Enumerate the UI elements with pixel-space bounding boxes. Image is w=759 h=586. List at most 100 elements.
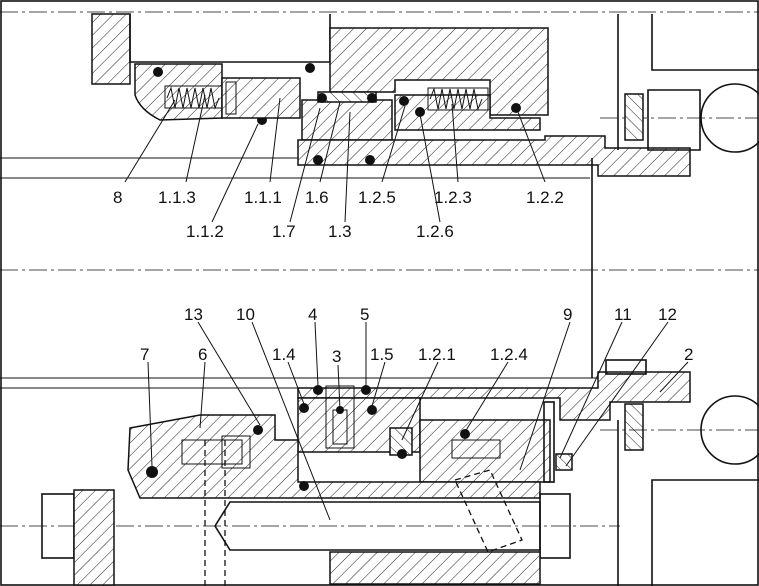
label-1-2-6: 1.2.6 — [416, 222, 454, 241]
leader-13 — [197, 321, 261, 426]
spring-coil-left — [166, 86, 220, 110]
label-7: 7 — [140, 345, 149, 364]
leader-11 — [559, 321, 623, 459]
upper-half-section — [0, 11, 759, 179]
label-1-1-1: 1.1.1 — [244, 188, 282, 207]
leader-1-1-3 — [185, 94, 206, 183]
leader-6 — [199, 361, 206, 429]
oring-sleeve-2 — [365, 155, 375, 165]
oring-lower-5 — [361, 385, 371, 395]
oring-right-1 — [399, 96, 409, 106]
label-13: 13 — [184, 305, 203, 324]
bolt-6-head — [221, 435, 251, 469]
bottom-plate — [329, 551, 541, 585]
spring-holder-right-upper — [394, 94, 541, 131]
label-1-7: 1.7 — [272, 222, 296, 241]
label-12: 12 — [658, 305, 677, 324]
oring-10 — [299, 481, 309, 491]
oring-13 — [253, 425, 263, 435]
face-1-2-1 — [389, 427, 413, 456]
leader-1-4 — [287, 361, 305, 405]
sleeve-upper — [297, 135, 691, 177]
label-1-2-3: 1.2.3 — [434, 188, 472, 207]
housing-outline-top — [129, 14, 331, 63]
label-10: 10 — [236, 305, 255, 324]
leader-1-6 — [319, 101, 341, 183]
oring-sleeve-1 — [313, 155, 323, 165]
leader-3 — [337, 364, 341, 411]
flush-channel — [454, 469, 523, 553]
oring-7 — [146, 466, 158, 478]
leader-1-2-1 — [401, 361, 439, 441]
oring-lower-1-4 — [299, 403, 309, 413]
leader-1-7 — [289, 107, 321, 223]
leader-12 — [565, 321, 669, 467]
oring-lower-1-5 — [367, 405, 377, 415]
set-screw-11 — [555, 453, 573, 471]
oring-1-2-1 — [397, 449, 407, 459]
sleeve-lower — [297, 371, 691, 421]
label-1-2-2: 1.2.2 — [526, 188, 564, 207]
key-block — [605, 359, 647, 375]
pin-3 — [325, 385, 355, 449]
leader-1-1-2 — [211, 123, 259, 223]
leader-1-2-2 — [517, 111, 546, 183]
label-2: 2 — [684, 345, 693, 364]
label-8: 8 — [113, 188, 122, 207]
label-1-1-3: 1.1.3 — [158, 188, 196, 207]
label-1-2-1: 1.2.1 — [418, 345, 456, 364]
bearing-housing-top — [647, 89, 701, 151]
label-11: 11 — [614, 305, 632, 324]
bottom-bolt — [214, 501, 541, 551]
oring-right-2 — [415, 107, 425, 117]
leader-8 — [124, 99, 176, 183]
label-1-5: 1.5 — [370, 345, 394, 364]
leader-9 — [519, 321, 571, 471]
label-9: 9 — [563, 305, 572, 324]
bolt-6 — [181, 439, 243, 465]
leader-1-1-1 — [269, 97, 281, 183]
label-1-6: 1.6 — [305, 188, 329, 207]
hatched-block-right-bottom — [624, 403, 644, 451]
spring-1-2-3-upper — [427, 87, 489, 111]
leader-4 — [314, 321, 319, 387]
oring-upper-3 — [305, 63, 315, 73]
leader-2 — [659, 361, 689, 393]
leader-lines — [124, 94, 689, 521]
label-1-4: 1.4 — [272, 345, 296, 364]
drive-plate-9 — [543, 401, 555, 483]
label-1-2-5: 1.2.5 — [358, 188, 396, 207]
spring-coil-right — [429, 87, 483, 111]
holder-1-2-4 — [419, 419, 551, 483]
label-1-1-2: 1.1.2 — [186, 222, 224, 241]
label-4: 4 — [308, 305, 317, 324]
leader-1-2-4 — [464, 361, 509, 433]
seat-1-3-upper — [301, 99, 393, 141]
leader-1-2-3 — [451, 103, 459, 183]
part-labels: 8 1.1.3 1.1.2 1.1.1 1.7 1.6 1.3 1.2.5 1.… — [113, 188, 693, 366]
hatched-block-right-top — [624, 93, 644, 141]
oring-1-2-4 — [460, 429, 470, 439]
oring-seat-2 — [367, 93, 377, 103]
label-6: 6 — [198, 345, 207, 364]
label-3: 3 — [332, 347, 341, 366]
bottom-hatch-block — [73, 489, 115, 586]
equipment-right-bottom-2 — [651, 479, 759, 586]
face-insert — [225, 81, 237, 115]
oring-upper-1 — [153, 67, 163, 77]
lower-half-section — [0, 158, 759, 586]
label-5: 5 — [360, 305, 369, 324]
leader-1-3 — [344, 111, 351, 223]
oring-right-3 — [511, 103, 521, 113]
leader-1-2-6 — [419, 113, 441, 223]
leader-7 — [147, 361, 153, 467]
leader-1-5 — [371, 361, 386, 407]
leader-1-2-5 — [381, 105, 406, 183]
equipment-right-top-2 — [651, 14, 759, 71]
housing-block-top-left — [91, 13, 131, 85]
label-1-2-4: 1.2.4 — [490, 345, 528, 364]
bolt-1-2-4 — [451, 439, 501, 459]
label-1-3: 1.3 — [328, 222, 352, 241]
